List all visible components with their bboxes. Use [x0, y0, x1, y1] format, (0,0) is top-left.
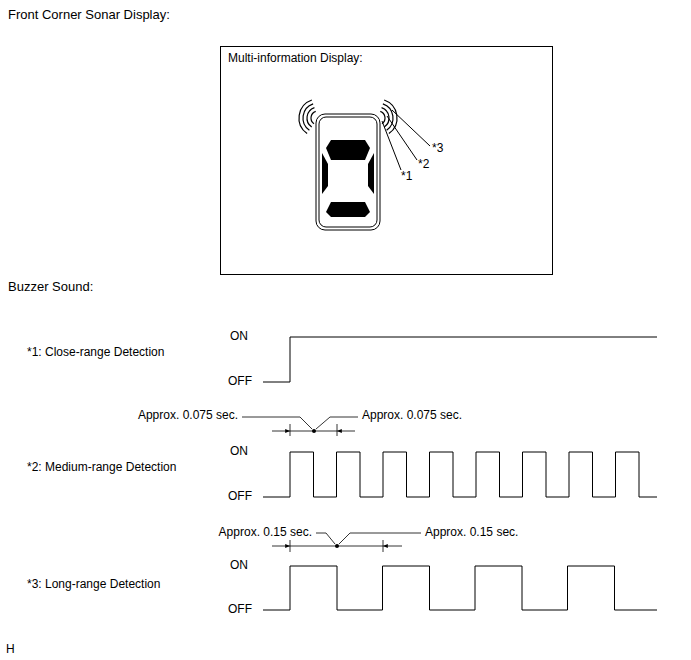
- signal-level: OFF: [228, 375, 252, 389]
- signal-level: ON: [230, 445, 248, 459]
- dimension-label: Approx. 0.15 sec.: [219, 526, 312, 540]
- signal-name: *1: Close-range Detection: [27, 346, 164, 360]
- dimension-label: Approx. 0.075 sec.: [362, 409, 462, 423]
- signal-level: ON: [230, 330, 248, 344]
- sonar-arcs: [296, 100, 400, 134]
- dimension-label: Approx. 0.075 sec.: [138, 409, 238, 423]
- callout-number: *2: [418, 158, 429, 172]
- title: Front Corner Sonar Display:: [8, 8, 170, 23]
- signal-name: *3: Long-range Detection: [27, 578, 160, 592]
- panel-heading: Multi-information Display:: [228, 52, 363, 66]
- dimension-dot: [312, 429, 316, 433]
- callout-number: *1: [401, 170, 412, 184]
- car-windows: [322, 140, 374, 217]
- signal-level: ON: [230, 559, 248, 573]
- callout-number: *3: [432, 142, 443, 156]
- section-label: Buzzer Sound:: [8, 280, 93, 295]
- car-outline: [319, 117, 377, 227]
- car-outline: [316, 114, 380, 230]
- signal-name: *2: Medium-range Detection: [27, 461, 176, 475]
- signal-level: OFF: [228, 603, 252, 617]
- dimension-label: Approx. 0.15 sec.: [425, 526, 518, 540]
- signal-level: OFF: [228, 490, 252, 504]
- dimension-dot: [335, 544, 339, 548]
- timing-waveforms: [263, 337, 657, 610]
- figure-code: H: [6, 643, 15, 657]
- display-panel: Multi-information Display:: [220, 46, 553, 275]
